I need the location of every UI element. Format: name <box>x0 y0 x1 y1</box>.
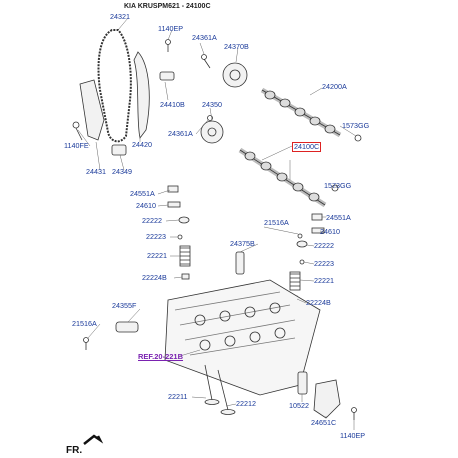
callout-22223-right[interactable]: 22223 <box>314 259 334 268</box>
front-direction-label: FR. <box>66 445 83 456</box>
cylinder-head[interactable] <box>164 279 321 396</box>
bolt-24361A-top[interactable] <box>201 54 211 69</box>
spring-22221-left[interactable] <box>179 245 191 267</box>
callout-22221-right[interactable]: 22221 <box>314 276 334 285</box>
bolt-1140EP-top[interactable] <box>165 39 171 53</box>
callout-24361A-mid[interactable]: 24361A <box>168 129 193 138</box>
valve-22212[interactable] <box>217 369 236 415</box>
callout-24100C[interactable]: 24100C <box>292 142 322 152</box>
plug-1573GG-bottom[interactable] <box>331 184 339 192</box>
callout-22221-left[interactable]: 22221 <box>147 251 167 260</box>
lash-adjuster-24551A-right[interactable] <box>311 213 323 221</box>
leader-lines <box>77 17 357 430</box>
callout-24551A-left[interactable]: 24551A <box>130 189 155 198</box>
callout-24361A-top[interactable]: 24361A <box>192 33 217 42</box>
retainer-22222-right[interactable] <box>296 240 308 248</box>
callout-24551A-right[interactable]: 24551A <box>326 213 351 222</box>
callout-24651C[interactable]: 24651C <box>311 418 337 427</box>
reference-link[interactable]: REF.20-221B <box>138 352 184 361</box>
bracket-24651C[interactable] <box>313 379 341 419</box>
callout-24375B[interactable]: 24375B <box>230 239 255 248</box>
callout-24420[interactable]: 24420 <box>132 140 152 149</box>
cam-sprocket-lower[interactable] <box>200 120 224 144</box>
callout-1140EP-top[interactable]: 1140EP <box>158 24 184 33</box>
callout-24350[interactable]: 24350 <box>202 100 222 109</box>
callout-24349[interactable]: 24349 <box>112 167 132 176</box>
lash-adjuster-24551A-left[interactable] <box>167 185 179 193</box>
callout-24431[interactable]: 24431 <box>86 167 106 176</box>
chain-tensioner[interactable] <box>111 144 127 156</box>
cam-sprocket-upper[interactable] <box>222 62 248 88</box>
front-arrow-icon <box>83 434 104 445</box>
callout-22211[interactable]: 22211 <box>168 392 188 401</box>
callout-22222-left[interactable]: 22222 <box>142 216 162 225</box>
callout-24321[interactable]: 24321 <box>110 12 130 21</box>
cotter-22223-right[interactable] <box>299 259 305 265</box>
spring-22221-right[interactable] <box>289 271 301 291</box>
bolt-21516A-left[interactable] <box>83 337 89 351</box>
diagram-title: KIA KRUSPM621 - 24100C <box>124 3 211 10</box>
callout-22224B-right[interactable]: 22224B <box>306 298 331 307</box>
camshaft-24200A[interactable] <box>260 87 342 138</box>
valve-22211[interactable] <box>204 364 220 405</box>
callout-24355F[interactable]: 24355F <box>112 301 137 310</box>
callout-1573GG-top[interactable]: 1573GG <box>342 121 370 130</box>
callout-22222-right[interactable]: 22222 <box>314 241 334 250</box>
callout-1573GG-bottom[interactable]: 1573GG <box>324 181 352 190</box>
callout-24370B[interactable]: 24370B <box>224 42 249 51</box>
callout-10522[interactable]: 10522 <box>289 401 309 410</box>
callout-24610-right[interactable]: 24610 <box>320 227 340 236</box>
callout-1140EP-bottom[interactable]: 1140EP <box>340 431 366 440</box>
cotter-22223-left[interactable] <box>177 234 183 240</box>
callout-22212[interactable]: 22212 <box>236 399 256 408</box>
callout-22224B-left[interactable]: 22224B <box>142 273 167 282</box>
sensor-24375B[interactable] <box>235 251 245 275</box>
plug-1573GG-top[interactable] <box>354 134 362 142</box>
callout-1140FE[interactable]: 1140FE <box>64 141 89 150</box>
callout-24200A[interactable]: 24200A <box>322 82 347 91</box>
bolt-1140EP-bottom[interactable] <box>351 407 357 421</box>
callout-24410B[interactable]: 24410B <box>160 100 185 109</box>
tensioner-arm[interactable] <box>79 79 105 141</box>
timing-chain[interactable] <box>97 29 132 143</box>
bolt-24361A-mid[interactable] <box>207 115 213 121</box>
chain-guide[interactable] <box>133 51 150 139</box>
callout-24610-left[interactable]: 24610 <box>136 201 156 210</box>
camshaft-24100C[interactable] <box>238 147 327 208</box>
callout-21516A-left[interactable]: 21516A <box>72 319 97 328</box>
retainer-22222-left[interactable] <box>178 216 190 224</box>
callout-22223-left[interactable]: 22223 <box>146 232 166 241</box>
seal-22224B-left[interactable] <box>181 273 190 280</box>
bolt-1140FE[interactable] <box>72 121 83 141</box>
rocker-24610-right[interactable] <box>311 227 325 234</box>
oil-control-valve-24355F[interactable] <box>115 321 139 333</box>
bolt-21516A-right[interactable] <box>297 233 303 239</box>
sensor-24410B[interactable] <box>159 71 175 81</box>
rocker-24610-left[interactable] <box>167 201 181 208</box>
plug-10522[interactable] <box>297 371 308 395</box>
callout-21516A-right[interactable]: 21516A <box>264 218 289 227</box>
